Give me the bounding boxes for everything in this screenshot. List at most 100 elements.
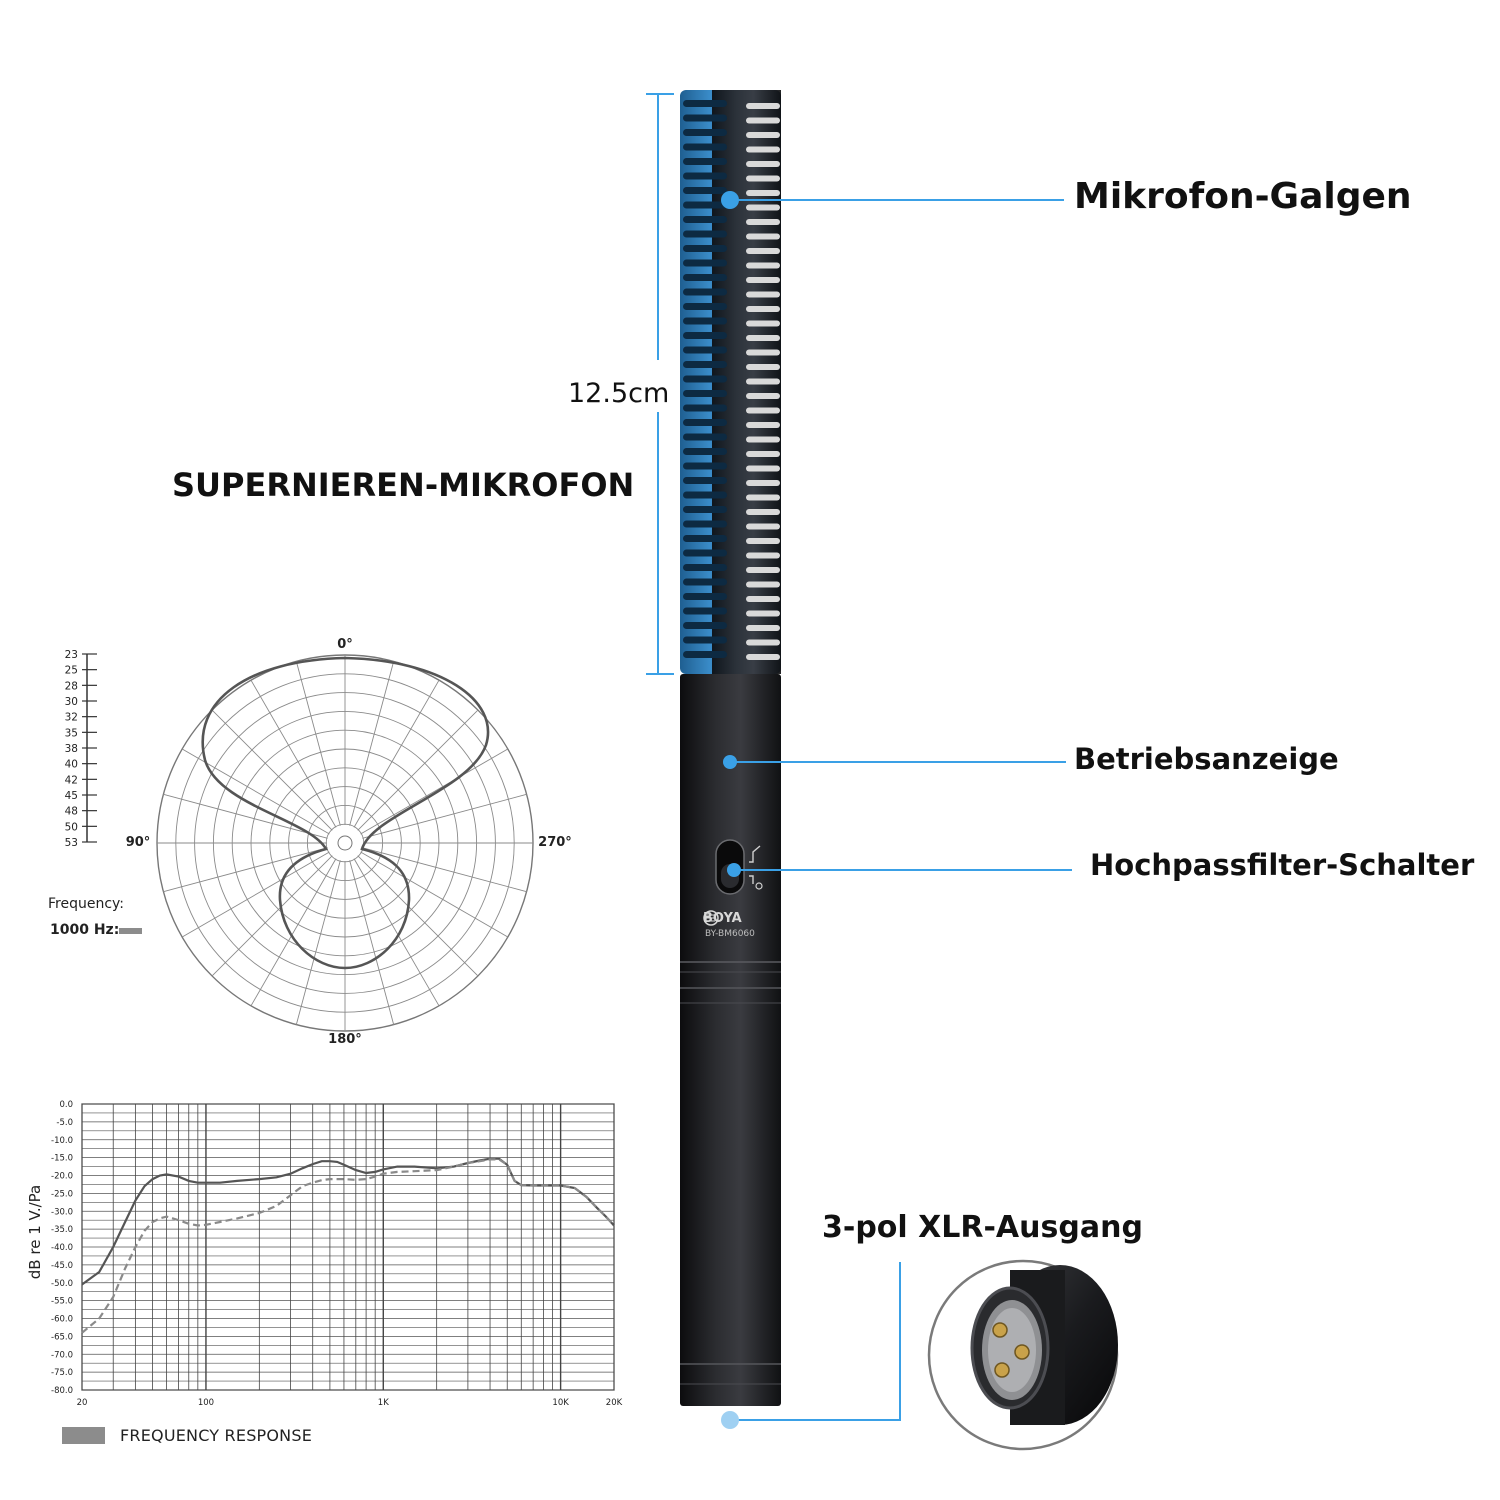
grille-slot [683,288,727,296]
grille-slot [683,332,727,339]
grille-slot [683,187,727,194]
polar-spoke [211,855,333,977]
grille-slot [683,520,727,528]
grille-slot-highlight [746,291,780,298]
grille-slot-highlight [746,567,780,573]
polar-spoke [362,793,527,839]
mic-grille [680,90,781,674]
mic-boom-label: Mikrofon-Galgen [1074,176,1412,217]
polar-center [337,835,353,851]
scale-tick-label: 42 [65,774,78,786]
grille-slot [683,549,727,557]
x-tick-label: 10K [552,1398,569,1408]
scale-tick-label: 25 [65,665,78,677]
polar-spoke [349,860,395,1025]
grille-slot-highlight [746,509,780,515]
grille-slot-highlight [746,407,780,414]
scale-tick-label: 50 [65,821,78,833]
scale-tick-label: 48 [65,806,78,818]
grille-slot [683,303,727,310]
grille-slot-highlight [746,175,780,182]
polar-spoke [250,858,337,1007]
y-tick-label: -40.0 [51,1243,73,1253]
legend-label: FREQUENCY RESPONSE [120,1426,313,1445]
grille-slot [683,404,727,412]
grille-slot-highlight [746,335,780,341]
y-tick-label: 0.0 [59,1100,73,1110]
y-tick-label: -80.0 [51,1386,73,1396]
y-tick-label: -25.0 [51,1189,73,1199]
scale-tick-label: 53 [65,837,78,849]
y-tick-label: -15.0 [51,1154,73,1164]
callout-dot-indicator [723,755,737,769]
scale-tick-label: 32 [65,712,78,724]
polar-angle-270: 270° [538,835,572,850]
polar-pattern-curve [201,656,490,970]
polar-spoke [362,847,527,893]
polar-angle-90: 90° [126,835,151,850]
callout-dot-boom [721,191,739,209]
scale-tick-label: 45 [65,790,78,802]
grille-slot [683,462,727,470]
grille-slot-highlight [746,494,780,501]
mic-body [680,674,781,1406]
y-tick-label: -50.0 [51,1279,73,1289]
grille-slot-highlight [746,103,780,109]
grille-slot [683,361,727,368]
frequency-response-chart: 0.0-5.0-10.0-15.0-20.0-25.0-30.0-35.0-40… [26,1100,623,1408]
polar-spoke [250,679,337,828]
grille-slot-highlight [746,277,780,283]
scale-tick-label: 40 [65,759,78,771]
grille-slot-highlight [746,639,780,646]
grille-slot-highlight [746,393,780,399]
polar-spoke [295,661,341,826]
grille-slot [683,129,727,136]
polar-spoke [353,858,440,1007]
polar-spoke [163,847,328,893]
grille-slot-highlight [746,204,780,211]
grille-slot [683,607,727,615]
grille-slot-highlight [746,320,780,327]
polar-spoke [295,860,341,1025]
grille-slot [683,535,727,542]
y-tick-label: -45.0 [51,1261,73,1271]
grille-slot-highlight [746,219,780,225]
scale-tick-label: 35 [65,727,78,739]
grille-slot-highlight [746,436,780,443]
y-tick-label: -35.0 [51,1225,73,1235]
grille-slot [683,651,727,658]
supercardioid-label: SUPERNIEREN-MIKROFON [172,466,635,504]
y-tick-label: -10.0 [51,1136,73,1146]
grille-slot-highlight [746,190,780,196]
grille-slot [683,114,727,122]
grille-slot [683,346,727,354]
scale-tick-label: 28 [65,680,78,692]
grille-slot-highlight [746,596,780,602]
polar-spoke [211,709,333,831]
grille-slot-highlight [746,422,780,428]
y-tick-label: -60.0 [51,1315,73,1325]
grille-slots [683,100,727,658]
grille-slot-highlight [746,581,780,588]
grille-slot-highlight [746,306,780,312]
polar-spoke [181,851,330,938]
grille-slot-highlight [746,117,780,124]
polar-pattern-plot: 0° 90° 180° 270° 23252830323538404245485… [65,637,572,1047]
polar-spoke [357,855,479,977]
frequency-swatch [119,928,142,934]
y-tick-labels: 0.0-5.0-10.0-15.0-20.0-25.0-30.0-35.0-40… [51,1100,73,1396]
grille-slot-highlight [746,654,780,660]
length-label: 12.5cm [568,378,670,409]
x-tick-label: 100 [198,1398,214,1408]
polar-spoke [360,748,509,835]
grille-slot-highlight [746,233,780,240]
chart-grid [81,1103,615,1391]
scale-tick-label: 30 [65,696,78,708]
grille-slot [683,622,727,629]
grille-slot [683,245,727,252]
grille-slot-highlight [746,161,780,167]
grille-slot-highlight [746,480,780,486]
